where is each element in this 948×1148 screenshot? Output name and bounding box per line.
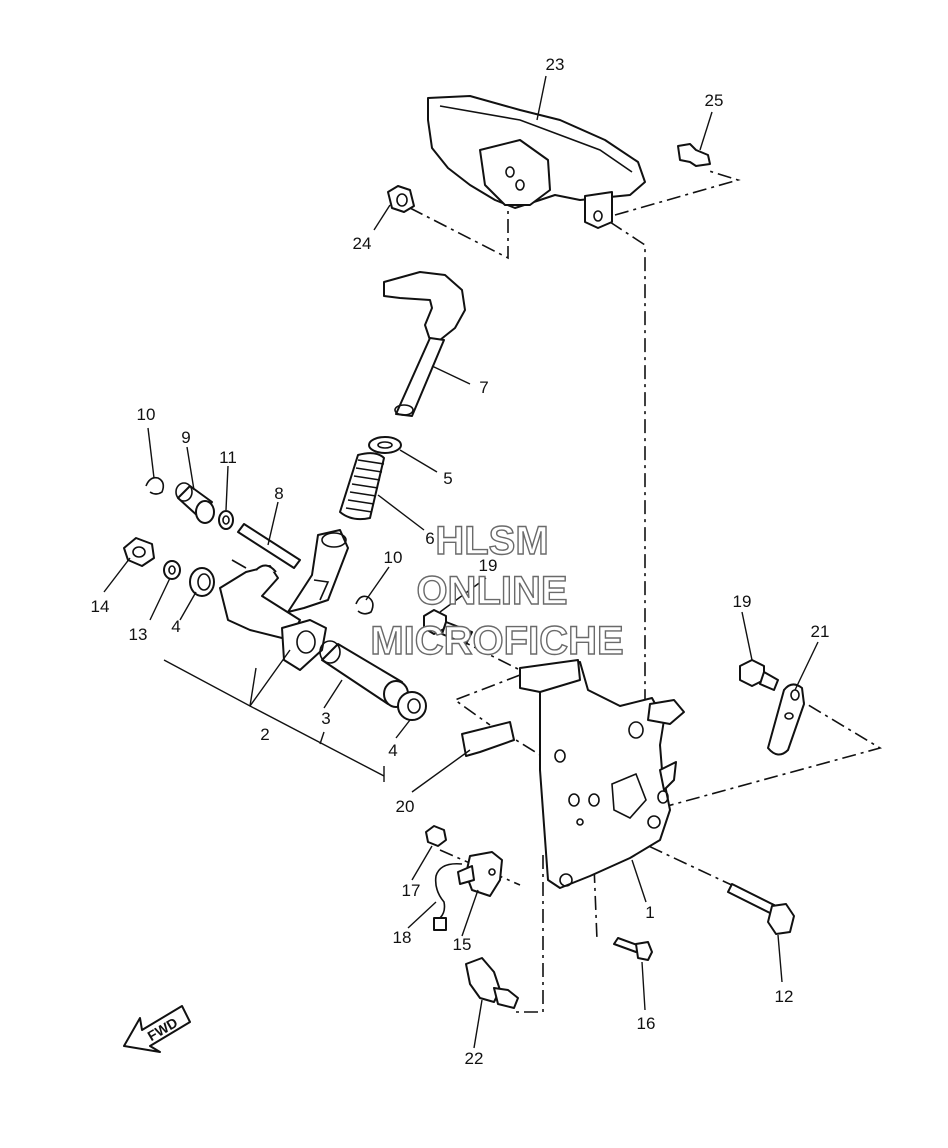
callout-12: 12 (775, 987, 794, 1006)
leader-lines (103, 75, 819, 1049)
callout-18: 18 (393, 928, 412, 947)
part-10-clip-upper (145, 476, 165, 495)
part-9-collar (175, 482, 215, 524)
callout-13: 13 (129, 625, 148, 644)
callout-17: 17 (402, 881, 421, 900)
part-24-nut (387, 185, 415, 213)
part-14-nut (123, 537, 155, 567)
part-4-bushing-left (189, 567, 215, 597)
part-6-spring (339, 452, 385, 521)
part-4-bushing-right (397, 691, 427, 721)
part-19-bolt-right (739, 659, 779, 691)
part-17-nut (425, 825, 447, 847)
callout-2: 2 (260, 725, 269, 744)
callout-14: 14 (91, 597, 110, 616)
callout-24: 24 (353, 234, 372, 253)
callout-21: 21 (811, 622, 830, 641)
callout-5: 5 (443, 469, 452, 488)
part-12-bolt (727, 883, 795, 935)
part-15-switch (457, 851, 503, 897)
callout-3: 3 (321, 709, 330, 728)
callout-23: 23 (546, 55, 565, 74)
callout-20: 20 (396, 797, 415, 816)
part-3-sleeve (319, 640, 409, 708)
watermark: HLSM ONLINE MICROFICHE (370, 518, 625, 663)
part-22-clamp (465, 957, 519, 1009)
part-10-clip-lower (355, 595, 374, 615)
part-21-stay (767, 683, 805, 756)
callout-9: 9 (181, 428, 190, 447)
part-18-lead-wire (433, 862, 463, 931)
part-11-washer (218, 510, 234, 530)
part-16-screw (613, 937, 653, 961)
part-1-bracket (519, 659, 685, 889)
watermark-line-3: MICROFICHE (370, 619, 623, 663)
callout-4-right: 4 (388, 741, 397, 760)
part-25-clip (677, 143, 711, 167)
callout-1: 1 (645, 903, 654, 922)
callout-4-left: 4 (171, 617, 180, 636)
watermark-line-2: ONLINE (416, 569, 567, 613)
callout-16: 16 (637, 1014, 656, 1033)
part-7-lever (383, 271, 466, 417)
callout-19-center: 19 (479, 556, 498, 575)
callout-7: 7 (479, 378, 488, 397)
callout-19-right: 19 (733, 592, 752, 611)
callout-22: 22 (465, 1049, 484, 1068)
part-19-bolt-center (423, 609, 473, 645)
callout-15: 15 (453, 935, 472, 954)
callout-6: 6 (425, 529, 434, 548)
part-23-cover (427, 95, 646, 229)
callout-25: 25 (705, 91, 724, 110)
fwd-arrow: FWD (123, 1005, 191, 1053)
part-2-shaft (219, 529, 349, 671)
part-8-pin (237, 523, 301, 569)
callout-11: 11 (219, 448, 237, 467)
callout-10-lower: 10 (384, 548, 403, 567)
part-5-washer (368, 436, 402, 454)
part-20-clamp (461, 721, 515, 757)
watermark-line-1: HLSM (435, 519, 548, 563)
callout-10-upper: 10 (137, 405, 156, 424)
callout-numbers: 1 2 3 4 4 5 6 7 8 9 10 10 11 12 13 14 15… (91, 55, 830, 1068)
part-13-washer (163, 560, 181, 580)
callout-8: 8 (274, 484, 283, 503)
